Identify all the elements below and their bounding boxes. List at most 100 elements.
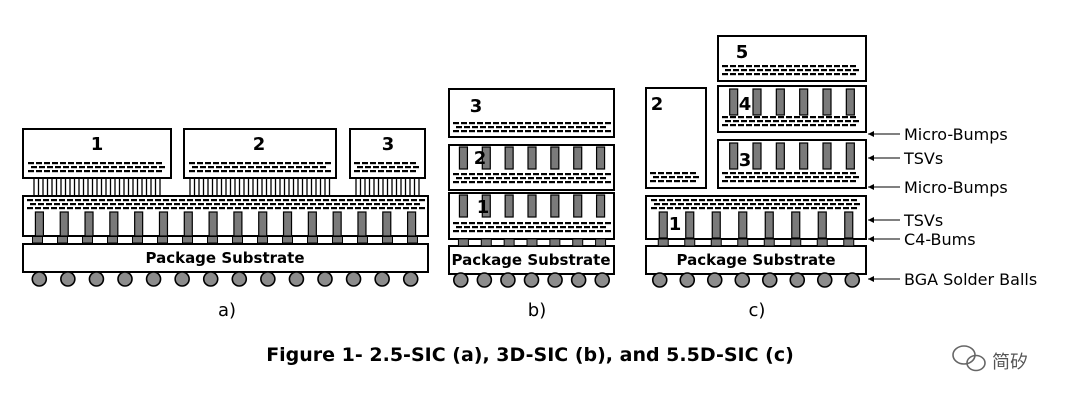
pad-mark (741, 69, 747, 72)
pad-mark (818, 180, 824, 183)
pad-mark (746, 124, 752, 127)
pad-mark (786, 65, 792, 68)
substrate-label: Package Substrate (451, 251, 610, 269)
pad-mark (269, 170, 275, 173)
pad-mark (52, 170, 58, 173)
pad-mark (243, 207, 249, 210)
solder-ball (706, 272, 723, 288)
pad-mark (533, 230, 539, 233)
c4-bump (232, 235, 243, 244)
c4-bump (82, 235, 93, 244)
pad-mark (520, 126, 526, 129)
pad-mark (517, 230, 523, 233)
pad-mark (838, 203, 844, 206)
tsv (233, 211, 243, 237)
pad-mark (331, 199, 337, 202)
pad-mark (822, 203, 828, 206)
pad-mark (723, 207, 729, 210)
pad-mark (778, 116, 784, 119)
arrow-icon (868, 131, 874, 137)
pad-mark (517, 122, 523, 125)
die-stack (448, 88, 615, 247)
pad-mark (850, 180, 856, 183)
pad-mark (275, 207, 281, 210)
pad-mark (182, 203, 188, 206)
pad-mark (402, 162, 408, 165)
pad-mark (763, 199, 769, 202)
pad-mark (472, 177, 478, 180)
pad-mark (779, 199, 785, 202)
pad-mark (107, 199, 113, 202)
pad-mark (304, 166, 310, 169)
pad-mark (738, 73, 744, 76)
pad-mark (208, 166, 214, 169)
pad-mark (76, 162, 82, 165)
pad-mark (206, 203, 212, 206)
pad-mark (307, 207, 313, 210)
pad-mark (44, 162, 50, 165)
pad-mark (366, 203, 372, 206)
pad-mark (108, 170, 114, 173)
arrow-icon (868, 217, 874, 223)
pad-mark (419, 199, 425, 202)
pad-mark (67, 199, 73, 202)
callouts: Micro-Bumps TSVs Micro-Bumps TSVs C4-Bum… (868, 125, 1037, 289)
pad-mark (747, 199, 753, 202)
pad-mark (770, 65, 776, 68)
pad-mark (710, 203, 716, 206)
pad-mark (581, 230, 587, 233)
pad-mark (485, 222, 491, 225)
tsv (550, 194, 560, 218)
pad-mark (410, 170, 416, 173)
pad-mark (68, 170, 74, 173)
pad-mark (485, 181, 491, 184)
pad-mark (403, 207, 409, 210)
pad-mark (373, 166, 379, 169)
c4-bump (843, 238, 855, 247)
solder-ball (60, 271, 76, 287)
pad-mark (453, 222, 459, 225)
pad-mark (293, 170, 299, 173)
pad-mark (658, 172, 664, 175)
pad-mark (95, 166, 101, 169)
tsv (685, 211, 695, 239)
pad-mark (251, 207, 257, 210)
c4-bump (307, 235, 318, 244)
pad-mark (347, 207, 353, 210)
pad-mark (488, 177, 494, 180)
tsv (504, 146, 514, 170)
pad-mark (76, 170, 82, 173)
pad-mark (190, 203, 196, 206)
tsv (845, 142, 855, 170)
pad-mark (819, 207, 825, 210)
pad-mark (584, 226, 590, 229)
die-label-5: 5 (736, 42, 749, 63)
pad-mark (722, 180, 728, 183)
pad-mark (746, 116, 752, 119)
pad-mark (853, 69, 859, 72)
pad-mark (358, 203, 364, 206)
pad-mark (143, 166, 149, 169)
pad-mark (43, 199, 49, 202)
panel-label-a: a) (218, 300, 236, 321)
pad-mark (533, 130, 539, 133)
pad-mark (477, 181, 483, 184)
pad-mark (211, 207, 217, 210)
pad-mark (754, 124, 760, 127)
pad-mark (464, 226, 470, 229)
pad-mark (666, 172, 672, 175)
tsv (775, 142, 785, 170)
pad-mark (560, 126, 566, 129)
pad-mark (414, 203, 420, 206)
pad-mark (845, 120, 851, 123)
tsv (822, 88, 832, 116)
pad-mark (765, 176, 771, 179)
solder-ball (345, 271, 362, 287)
pad-mark (694, 203, 700, 206)
pad-mark (509, 181, 515, 184)
pad-mark (536, 226, 542, 229)
pad-mark (379, 207, 385, 210)
pad-mark (464, 126, 470, 129)
pad-mark (229, 170, 235, 173)
pad-mark (197, 170, 203, 173)
